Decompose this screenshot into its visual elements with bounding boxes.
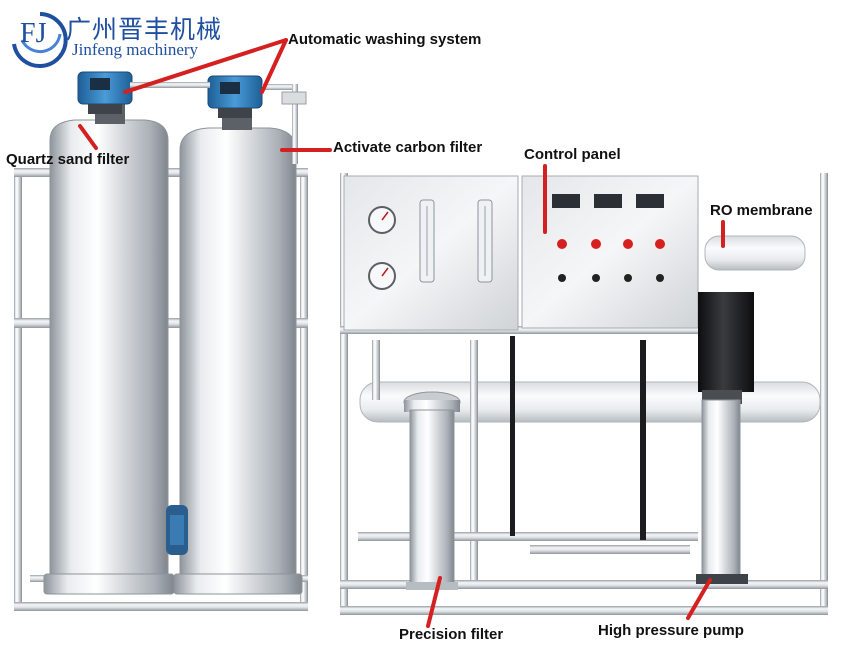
label-activate-carbon-filter: Activate carbon filter (333, 139, 483, 156)
pointer-high-pressure-pump (686, 578, 712, 620)
logo-monogram: FJ (20, 18, 47, 49)
pointer-washing-right (260, 38, 288, 94)
top-piping (130, 82, 307, 164)
precision-filter-housing (403, 391, 461, 590)
pointer-quartz-sand (78, 124, 98, 150)
pointer-precision-filter (426, 576, 442, 628)
ro-frame (340, 173, 828, 615)
label-high-pressure-pump: High pressure pump (598, 622, 744, 639)
logo-name-english: Jinfeng machinery (72, 40, 199, 59)
logo-name-chinese: 广州晋丰机械 (66, 15, 223, 44)
washing-valve-left-icon (77, 71, 133, 114)
activate-carbon-filter-tank (173, 104, 303, 595)
ro-piping (358, 336, 698, 580)
gauge-flowmeter-panel (343, 175, 519, 331)
feed-pump-icon (166, 505, 188, 555)
label-quartz-sand-filter: Quartz sand filter (6, 151, 130, 168)
label-precision-filter: Precision filter (399, 626, 504, 643)
quartz-sand-filter-tank (43, 100, 175, 595)
washing-valve-right-icon (207, 75, 263, 118)
logo-mark-icon (12, 12, 68, 68)
label-ro-membrane: RO membrane (710, 202, 813, 219)
high-pressure-pump (696, 292, 754, 584)
label-automatic-washing-system: Automatic washing system (288, 31, 482, 48)
pointer-washing-left (123, 38, 288, 94)
pointer-lines (78, 38, 725, 628)
label-control-panel: Control panel (524, 146, 621, 163)
control-panel-box (521, 175, 699, 329)
